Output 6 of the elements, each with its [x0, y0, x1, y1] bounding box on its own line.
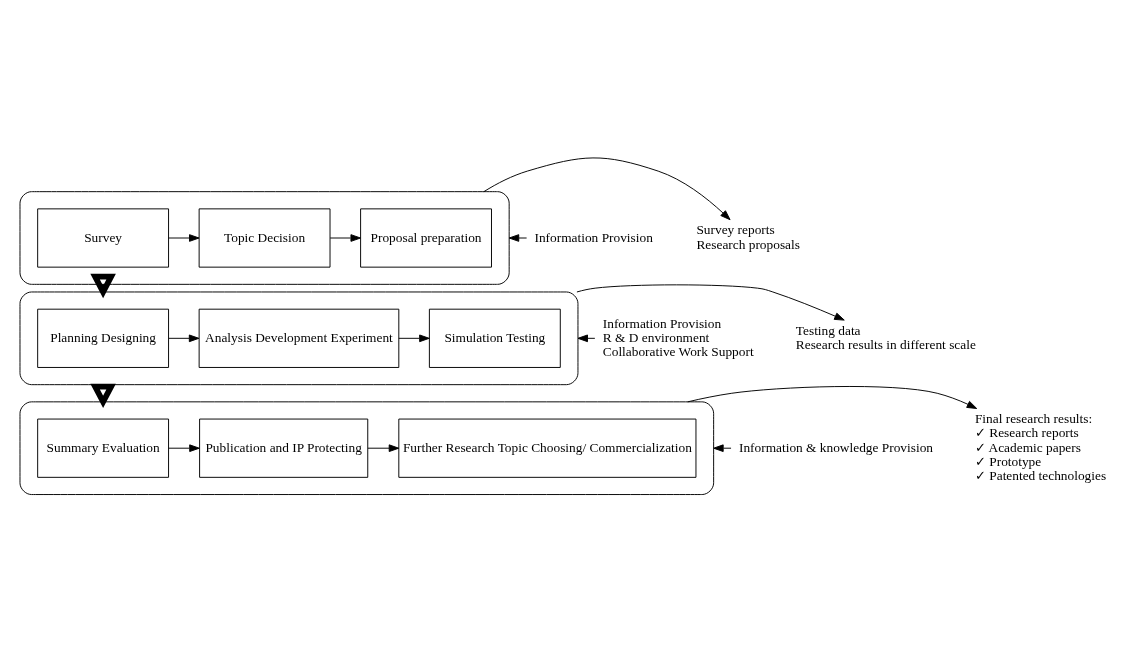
node-text: Information & knowledge Provision — [738, 439, 934, 455]
node-text: Information Provision R & D environment Collaborative Work Support — [602, 315, 754, 359]
node-text: Survey reports Research proposals — [696, 221, 800, 252]
node-text: Information Provision — [534, 229, 653, 245]
node-text: Testing data Research results in different scale — [795, 322, 976, 352]
node-text: Final research results: ✓ Research reports ✓ Academic papers ✓ Prototype ✓ Patented technologies — [974, 410, 1107, 483]
